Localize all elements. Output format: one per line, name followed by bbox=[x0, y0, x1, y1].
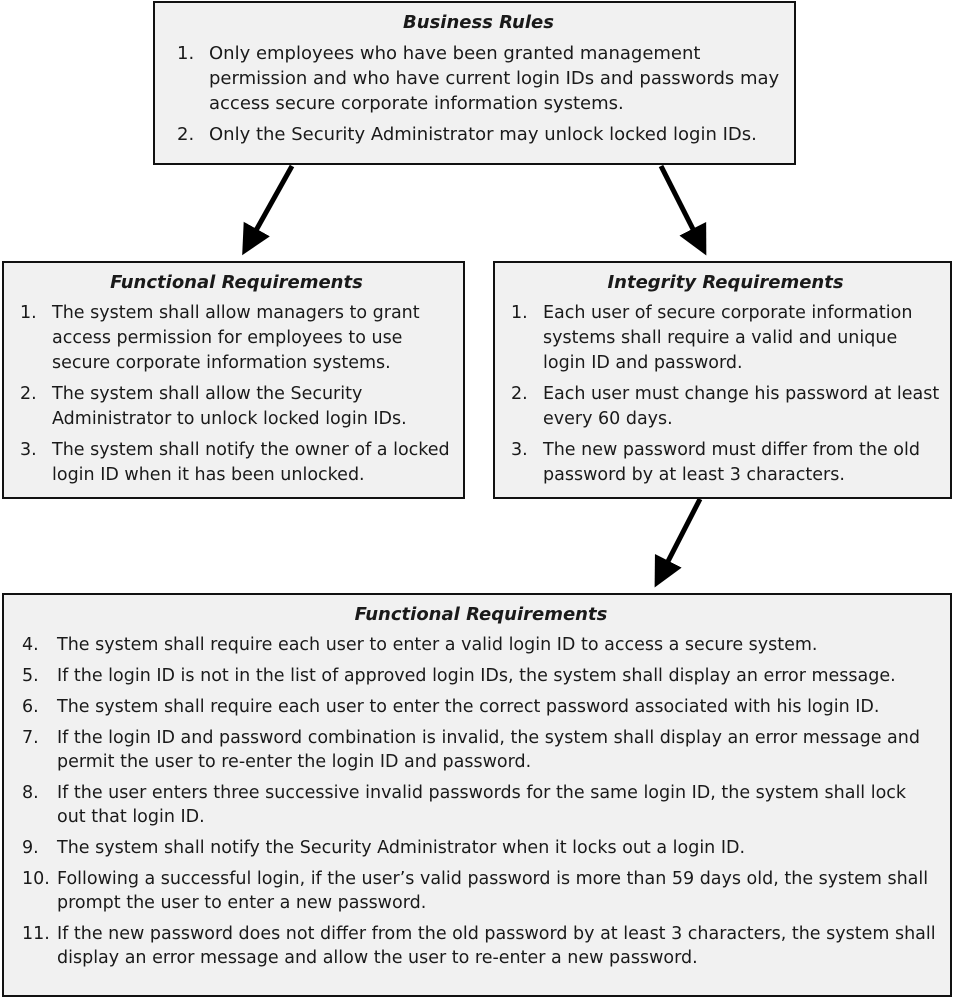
derived-functional-requirements-title: Functional Requirements bbox=[354, 604, 608, 625]
list-item: 7. If the login ID and password combinat… bbox=[22, 726, 940, 774]
item-number: 9. bbox=[22, 838, 39, 858]
item-text: If the new password does not differ from… bbox=[57, 924, 936, 968]
item-text: The system shall require each user to en… bbox=[57, 635, 818, 655]
list-item: 8. If the user enters three successive i… bbox=[22, 781, 940, 829]
item-number: 1. bbox=[20, 303, 37, 323]
item-text: Each user of secure corporate informatio… bbox=[543, 303, 913, 373]
list-item: 5. If the login ID is not in the list of… bbox=[22, 664, 940, 688]
list-item: 2. Only the Security Administrator may u… bbox=[177, 122, 780, 147]
functional-requirements-title: Functional Requirements bbox=[110, 272, 363, 293]
item-number: 1. bbox=[177, 43, 195, 64]
integrity-requirements-list: 1. Each user of secure corporate informa… bbox=[511, 301, 940, 488]
list-item: 3. The new password must differ from the… bbox=[511, 438, 940, 488]
item-text: The system shall allow the Security Admi… bbox=[52, 384, 407, 429]
list-item: 2. Each user must change his password at… bbox=[511, 382, 940, 432]
item-text: The new password must differ from the ol… bbox=[543, 440, 920, 485]
item-number: 10. bbox=[22, 869, 50, 889]
item-number: 7. bbox=[22, 728, 39, 748]
item-text: The system shall require each user to en… bbox=[57, 697, 880, 717]
item-number: 2. bbox=[20, 384, 37, 404]
item-text: Only employees who have been granted man… bbox=[209, 43, 780, 114]
item-number: 3. bbox=[511, 440, 528, 460]
item-number: 2. bbox=[177, 124, 195, 145]
item-number: 11. bbox=[22, 924, 50, 944]
item-number: 3. bbox=[20, 440, 37, 460]
arrow-integrity-to-functional bbox=[654, 497, 703, 588]
list-item: 2. The system shall allow the Security A… bbox=[20, 382, 453, 432]
functional-requirements-box: Functional Requirements 1. The system sh… bbox=[2, 261, 465, 499]
integrity-requirements-title: Integrity Requirements bbox=[607, 272, 844, 293]
item-text: Following a successful login, if the use… bbox=[57, 869, 929, 913]
integrity-requirements-box: Integrity Requirements 1. Each user of s… bbox=[493, 261, 952, 499]
list-item: 6. The system shall require each user to… bbox=[22, 695, 940, 719]
list-item: 3. The system shall notify the owner of … bbox=[20, 438, 453, 488]
list-item: 1. Only employees who have been granted … bbox=[177, 41, 780, 116]
item-text: If the login ID and password combination… bbox=[57, 728, 920, 772]
derived-functional-requirements-list: 4. The system shall require each user to… bbox=[22, 633, 940, 970]
arrow-business-to-integrity bbox=[658, 164, 707, 256]
item-text: Only the Security Administrator may unlo… bbox=[209, 124, 757, 145]
item-number: 8. bbox=[22, 783, 39, 803]
derived-functional-requirements-box: Functional Requirements 4. The system sh… bbox=[2, 593, 952, 997]
business-rules-list: 1. Only employees who have been granted … bbox=[177, 41, 780, 147]
item-text: The system shall notify the Security Adm… bbox=[57, 838, 746, 858]
item-number: 1. bbox=[511, 303, 528, 323]
item-text: If the login ID is not in the list of ap… bbox=[57, 666, 896, 686]
business-rules-box: Business Rules 1. Only employees who hav… bbox=[153, 1, 796, 165]
arrow-business-to-functional bbox=[242, 164, 295, 256]
list-item: 11. If the new password does not differ … bbox=[22, 922, 940, 970]
item-text: The system shall notify the owner of a l… bbox=[52, 440, 450, 485]
item-number: 6. bbox=[22, 697, 39, 717]
list-item: 4. The system shall require each user to… bbox=[22, 633, 940, 657]
list-item: 1. Each user of secure corporate informa… bbox=[511, 301, 940, 376]
list-item: 1. The system shall allow managers to gr… bbox=[20, 301, 453, 376]
item-number: 5. bbox=[22, 666, 39, 686]
item-text: Each user must change his password at le… bbox=[543, 384, 940, 429]
list-item: 9. The system shall notify the Security … bbox=[22, 836, 940, 860]
business-rules-title: Business Rules bbox=[403, 12, 554, 33]
item-text: The system shall allow managers to grant… bbox=[52, 303, 420, 373]
item-number: 4. bbox=[22, 635, 39, 655]
item-text: If the user enters three successive inva… bbox=[57, 783, 907, 827]
item-number: 2. bbox=[511, 384, 528, 404]
functional-requirements-list: 1. The system shall allow managers to gr… bbox=[20, 301, 453, 488]
list-item: 10. Following a successful login, if the… bbox=[22, 867, 940, 915]
